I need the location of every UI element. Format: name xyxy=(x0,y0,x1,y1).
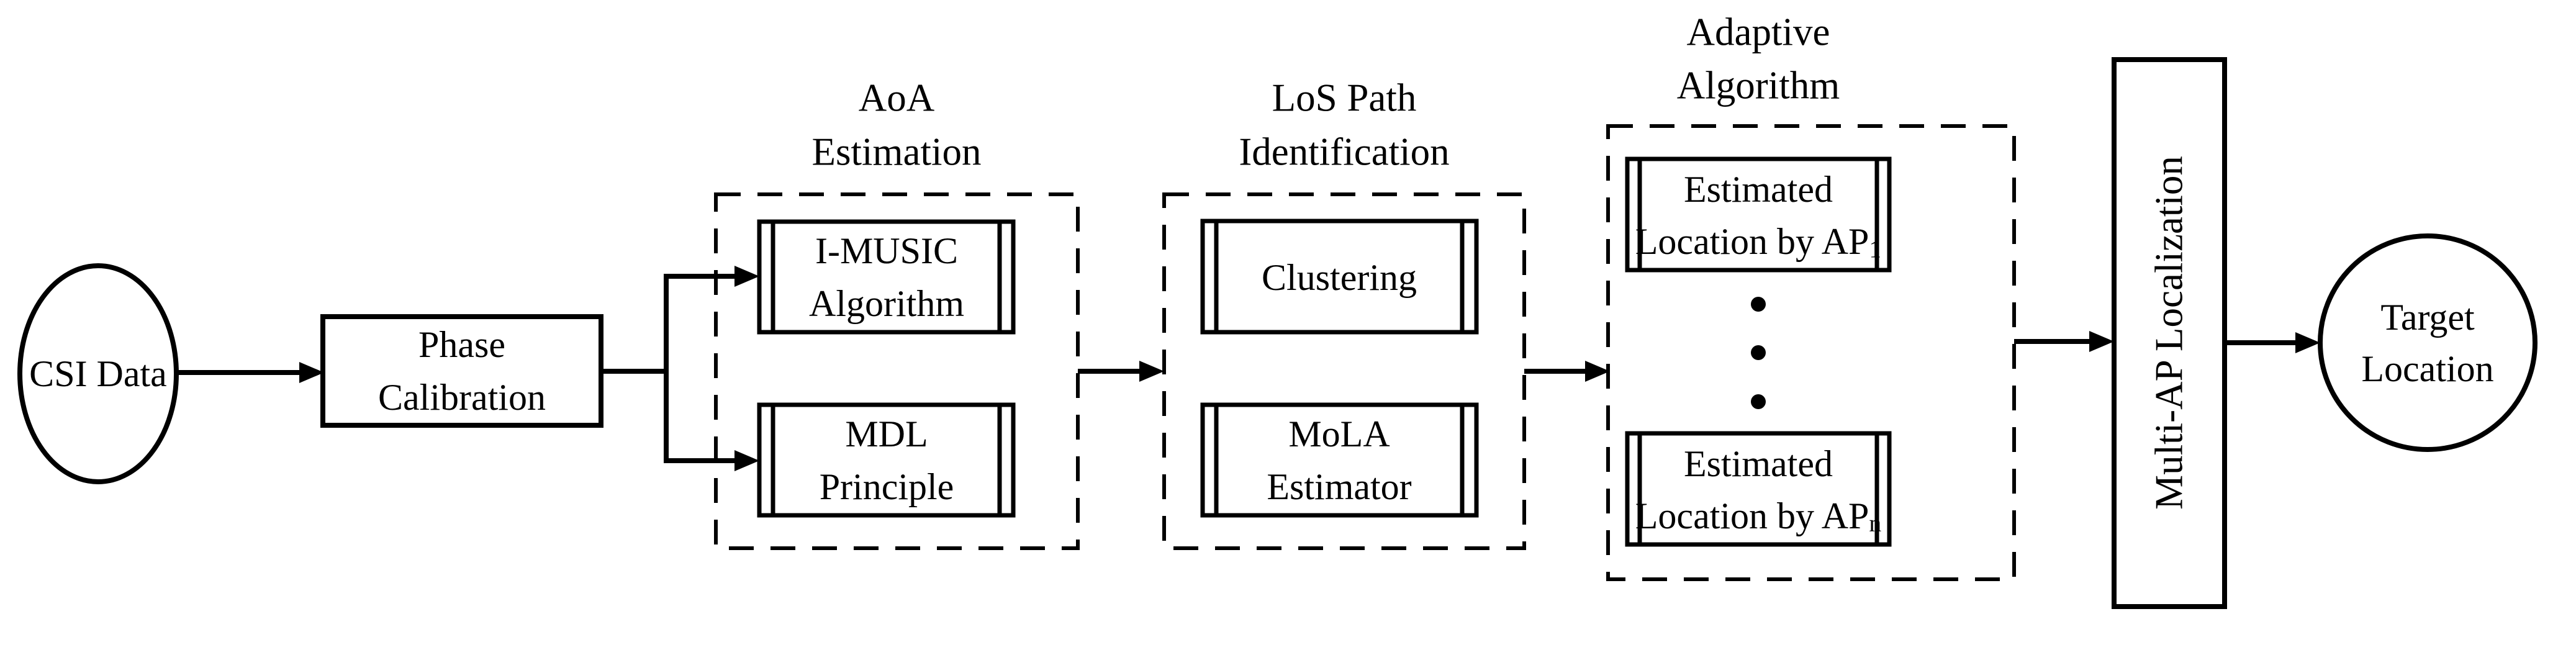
arrowhead-branch-top xyxy=(734,266,759,287)
target-location-label-line1: Target xyxy=(2380,297,2475,338)
los-title-line1: LoS Path xyxy=(1272,76,1417,120)
ap1-label-subscript: 1 xyxy=(1869,235,1882,263)
multiap-localization-bar xyxy=(2112,57,2227,609)
csi-data-label: CSI Data xyxy=(29,353,167,394)
estimated-apn-box xyxy=(1625,431,1892,547)
arrowhead-branch-bottom xyxy=(734,450,759,471)
mdl-box xyxy=(757,402,1016,518)
clustering-box xyxy=(1200,219,1479,335)
arrowhead-adaptive-to-multiap xyxy=(2089,331,2114,352)
csi-data-node xyxy=(17,263,179,484)
arrowhead-los-to-adaptive xyxy=(1585,361,1610,382)
target-location-node xyxy=(2318,233,2538,452)
mola-label-line1: MoLA xyxy=(1288,413,1390,454)
vertical-ellipsis-dot-2 xyxy=(1751,345,1766,360)
estimated-ap1-box xyxy=(1625,156,1892,273)
apn-label-line1: Estimated xyxy=(1684,443,1833,484)
clustering-label: Clustering xyxy=(1262,257,1417,298)
imusic-label-line2: Algorithm xyxy=(809,283,964,324)
mdl-label-line2: Principle xyxy=(819,466,954,507)
mola-label-line2: Estimator xyxy=(1267,466,1412,507)
imusic-label-line1: I-MUSIC xyxy=(815,230,959,271)
mdl-label-line1: MDL xyxy=(845,413,928,454)
phase-calibration-label-line2: Calibration xyxy=(378,377,546,418)
los-title-line2: Identification xyxy=(1239,130,1450,174)
aoa-estimation-title-line2: Estimation xyxy=(811,130,982,174)
aoa-estimation-title-line1: AoA xyxy=(858,76,935,120)
vertical-ellipsis-dot-1 xyxy=(1751,297,1766,312)
aoa-estimation-dashed-frame xyxy=(714,192,1080,550)
multiap-localization-label: Multi-AP Localization xyxy=(2147,156,2191,510)
mola-estimator-box xyxy=(1200,402,1479,518)
adaptive-algorithm-dashed-frame xyxy=(1606,124,2016,581)
apn-label-line2: Location by APn xyxy=(1635,495,1882,537)
phase-calibration-label-line1: Phase xyxy=(418,324,505,365)
adaptive-title-line1: Adaptive xyxy=(1686,10,1830,54)
imusic-box xyxy=(757,219,1016,335)
arrowhead-csi-to-phase xyxy=(299,362,324,383)
vertical-ellipsis-dot-3 xyxy=(1751,394,1766,409)
ap1-label-line1: Estimated xyxy=(1684,169,1833,210)
target-location-label-line2: Location xyxy=(2361,348,2494,389)
los-identification-dashed-frame xyxy=(1162,192,1526,550)
apn-label-subscript: n xyxy=(1869,509,1882,537)
arrowhead-aoa-to-los xyxy=(1139,361,1164,382)
ap1-label-line2: Location by AP1 xyxy=(1635,221,1882,263)
adaptive-title-line2: Algorithm xyxy=(1676,63,1840,107)
ap1-label-line2-main: Location by AP xyxy=(1635,221,1869,262)
apn-label-line2-main: Location by AP xyxy=(1635,495,1869,536)
arrowhead-multiap-to-target xyxy=(2295,332,2320,353)
